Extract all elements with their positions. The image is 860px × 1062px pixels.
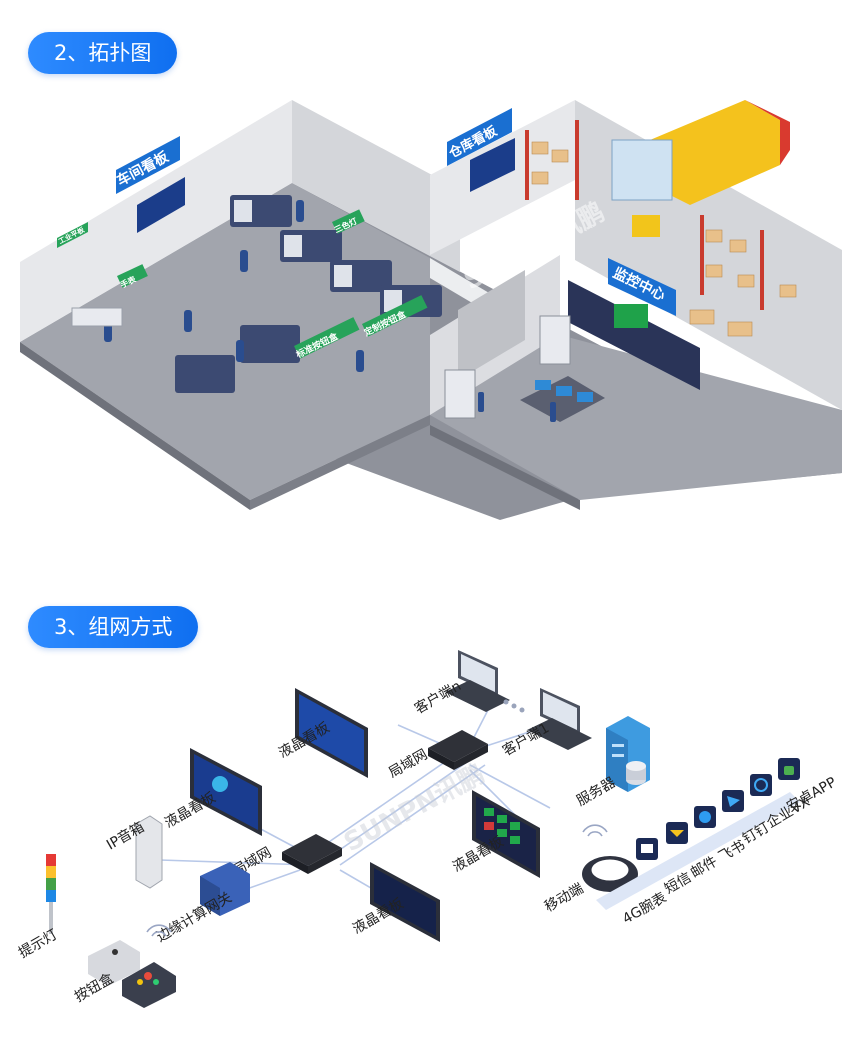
notify-app-icons xyxy=(636,758,800,860)
section-title-topology: 2、拓扑图 xyxy=(28,32,178,74)
wireless-icon xyxy=(146,924,172,937)
network-diagram: 液晶看板 液晶看板 局域网 局域网 客户端n 客户端1 xyxy=(16,650,839,1008)
android-icon xyxy=(778,758,800,780)
wireless-icon-mobile xyxy=(582,824,608,837)
wechat-work-icon xyxy=(750,774,772,796)
lcd-board-mid: 液晶看板 xyxy=(450,790,540,878)
topology-scene: 车间看板 工业平板 手表 三色灯 标准按钮盒 定制按钮盒 仓库看板 xyxy=(20,100,842,520)
svg-text:服务器: 服务器 xyxy=(574,775,618,810)
section-title-network: 3、组网方式 xyxy=(28,606,199,648)
svg-text:移动端: 移动端 xyxy=(542,881,586,916)
lcd-board-top: 液晶看板 xyxy=(276,688,368,778)
sms-icon xyxy=(636,838,658,860)
svg-text:提示灯: 提示灯 xyxy=(16,927,60,962)
edge-gateway-icon: 边缘计算网关 xyxy=(154,862,250,945)
dots-more-clients xyxy=(503,699,525,713)
email-icon xyxy=(666,822,688,844)
lcd-board-bottom: 液晶看板 xyxy=(350,862,440,942)
ip-speaker-icon: IP音箱 xyxy=(104,815,163,889)
button-box-icon: 按钮盒 xyxy=(72,940,176,1008)
lcd-board-left: 液晶看板 xyxy=(162,748,262,836)
laptop-client-n: 客户端n xyxy=(412,650,510,717)
dingtalk-icon xyxy=(722,790,744,812)
signal-light-icon: 提示灯 xyxy=(16,854,60,961)
laptop-client-1: 客户端1 xyxy=(500,688,592,759)
feishu-icon xyxy=(694,806,716,828)
server-icon: 服务器 xyxy=(574,716,650,809)
svg-text:边缘计算网关: 边缘计算网关 xyxy=(154,890,235,946)
